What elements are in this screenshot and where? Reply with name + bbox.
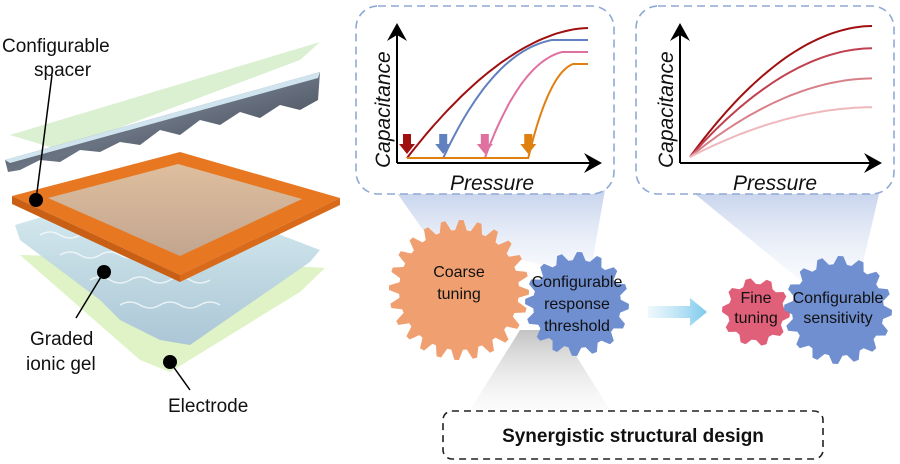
label-spacer-line1: Configurable (2, 36, 110, 57)
y-axis-label-right: Capacitance (655, 51, 678, 168)
coarse-gear-line2: tuning (437, 286, 481, 303)
synergistic-design-box (442, 410, 824, 460)
threshold-arrow-1 (399, 134, 415, 154)
threshold-gear (525, 252, 629, 356)
gel-dot (97, 265, 111, 279)
threshold-arrow-2 (435, 134, 452, 154)
spacer-leader-line (35, 74, 53, 201)
sensitivity-gear-line1: Configurable (793, 290, 884, 307)
x-axis-label-left: Pressure (450, 172, 534, 195)
sensitivity-curve-4 (689, 106, 873, 158)
sensitivity-chart-panel: Capacitance Pressure (635, 5, 895, 195)
panel-border-right (635, 5, 895, 195)
gel-leader-line (75, 271, 105, 319)
fine-gear-line2: tuning (734, 310, 778, 327)
device-illustration (5, 42, 340, 372)
label-electrode: Electrode (168, 396, 248, 417)
label-spacer-line2: spacer (34, 60, 92, 81)
sensitivity-curve-3 (689, 77, 873, 158)
coarse-tuning-gear (389, 220, 529, 360)
threshold-chart-panel: Capacitance Pressure (355, 5, 615, 195)
sensitivity-gear (784, 256, 892, 364)
sensitivity-curve-2 (689, 47, 873, 158)
x-axis-label-right: Pressure (733, 172, 817, 195)
sensitivity-gear-line2: sensitivity (803, 310, 872, 327)
threshold-gear-line3: threshold (544, 318, 610, 335)
coarse-gear-line1: Coarse (433, 264, 485, 281)
label-gel-line1: Graded (30, 329, 93, 350)
progression-arrow (648, 298, 707, 326)
y-axis-label-left: Capacitance (372, 51, 395, 168)
top-electrode-sheet (10, 42, 320, 150)
threshold-curve-3 (407, 51, 588, 159)
fine-gear-line1: Fine (740, 290, 771, 307)
label-gel-line2: ionic gel (26, 354, 96, 375)
panel-border-left (355, 5, 615, 195)
threshold-arrow-3 (476, 134, 493, 154)
fine-tuning-gear (722, 278, 790, 346)
threshold-gear-line2: response (544, 296, 610, 313)
threshold-curve-1 (406, 27, 589, 159)
threshold-arrow-4 (520, 134, 537, 154)
spacer-dot (29, 193, 43, 207)
threshold-curve-4 (407, 63, 588, 159)
spacer-frame (12, 152, 340, 282)
threshold-gear-line1: Configurable (532, 274, 623, 291)
electrode-dot (163, 355, 177, 369)
projection-beam-left (395, 190, 605, 275)
projection-beam-right (690, 190, 880, 280)
upward-beam (470, 330, 610, 410)
threshold-curve-2 (407, 39, 588, 159)
sensitivity-curve-1 (689, 25, 873, 158)
synergistic-design-label: Synergistic structural design (502, 426, 764, 447)
